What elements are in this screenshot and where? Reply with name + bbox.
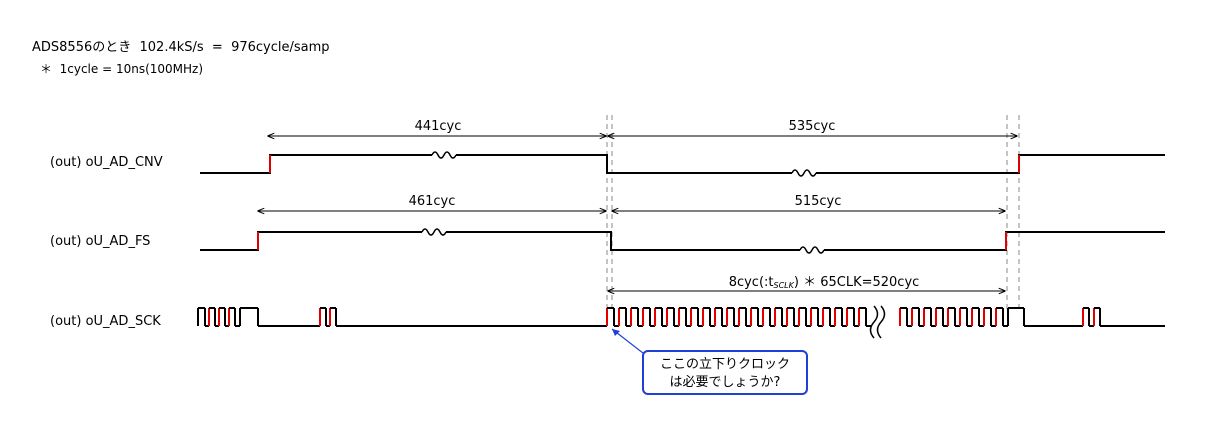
- callout-line-2: は必要でしょうか?: [670, 375, 781, 390]
- header-line-2: ＊ 1cycle = 10ns(100MHz): [40, 62, 204, 76]
- signal-label-fs: (out) oU_AD_FS: [50, 234, 150, 249]
- header-line-1: ADS8556のとき 102.4kS/s = 976cycle/samp: [32, 40, 330, 55]
- waveform-fs-mid: [446, 231, 800, 251]
- callout-line-1: ここの立下りクロック: [660, 357, 790, 372]
- break-mark-fs-1: [421, 228, 447, 236]
- waveform-fs-right: [824, 231, 1165, 251]
- interval-label-441: 441cyc: [415, 119, 462, 134]
- interval-label-520-sub: SCLK: [774, 281, 795, 290]
- interval-label-520: 8cyc(:tSCLK) ＊ 65CLK=520cyc: [729, 275, 920, 290]
- waveform-cnv-left: [200, 154, 432, 174]
- callout-box: [642, 350, 808, 395]
- break-mark-cnv-1: [431, 151, 457, 159]
- callout-pointer-head: [612, 329, 620, 336]
- break-mark-fs-2: [799, 246, 825, 254]
- interval-label-520-head: 8cyc(:t: [729, 275, 774, 290]
- waveform-sck: [197, 307, 1165, 327]
- break-mark-cnv-2: [791, 169, 817, 177]
- interval-label-515: 515cyc: [795, 194, 842, 209]
- interval-label-520-tail: ) ＊ 65CLK=520cyc: [794, 275, 919, 290]
- waveform-fs-left: [200, 231, 422, 251]
- break-mark-sck: [869, 305, 886, 339]
- waveform-cnv-right: [816, 154, 1165, 174]
- signal-label-cnv: (out) oU_AD_CNV: [50, 155, 163, 170]
- interval-label-461: 461cyc: [409, 194, 456, 209]
- waveform-cnv-mid: [456, 154, 792, 174]
- signal-label-sck: (out) oU_AD_SCK: [50, 314, 161, 329]
- interval-label-535: 535cyc: [789, 119, 836, 134]
